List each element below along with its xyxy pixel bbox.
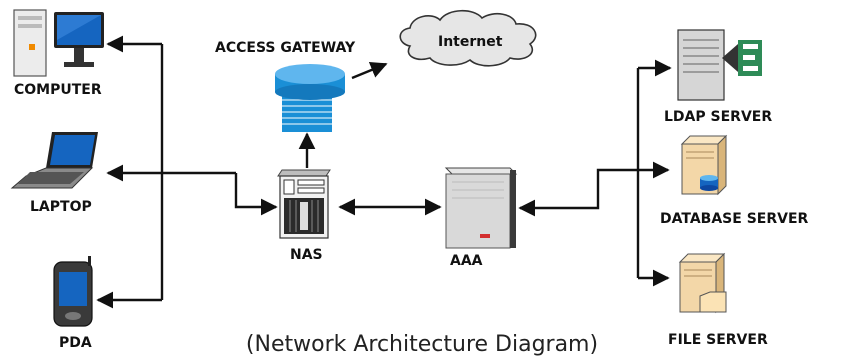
file-server-icon [678,252,727,314]
laptop-icon [10,132,98,189]
link-nas-left [234,173,278,216]
pda-label: PDA [59,335,92,351]
pda-icon [53,256,93,327]
computer-icon [13,9,104,77]
ldap-server-label: LDAP SERVER [664,109,772,125]
ldap-server-icon [677,29,762,101]
aaa-server-icon [444,167,518,249]
access-gateway-icon [275,64,345,132]
computer-label: COMPUTER [14,82,102,98]
nas-icon [277,169,331,239]
internet-label: Internet [438,34,503,50]
database-server-label: DATABASE SERVER [660,211,809,227]
laptop-label: LAPTOP [30,199,92,215]
internet-cloud-icon [399,9,537,67]
access-gateway-label: ACCESS GATEWAY [215,40,356,56]
database-server-icon [680,134,728,196]
connector-lines [96,35,672,309]
link-gateway-internet [351,61,388,80]
file-server-label: FILE SERVER [668,332,768,348]
aaa-label: AAA [450,253,483,269]
nas-label: NAS [290,247,323,263]
diagram-caption: (Network Architecture Diagram) [245,332,599,357]
link-aaa-trunk [518,168,638,217]
